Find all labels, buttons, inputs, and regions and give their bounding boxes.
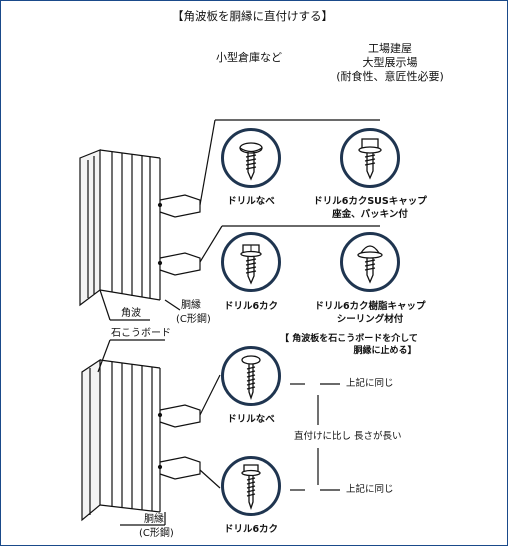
column-small-warehouse: 小型倉庫など: [216, 51, 282, 64]
label-drill-hex: ドリル6カク: [223, 301, 279, 312]
label-drill-hex-lower: ドリル6カク: [223, 524, 279, 535]
label-resin-cap-line2: シーリング材付: [336, 314, 404, 325]
label-drill-pan-head: ドリルなべ: [227, 196, 275, 207]
drill-hex-long-screw-icon: [221, 456, 281, 516]
column-factory-line3: (耐食性、意匠性必要): [336, 70, 444, 83]
label-drill-pan-head-lower: ドリルなべ: [227, 414, 275, 425]
label-gypsum-board: 石こうボード: [111, 328, 171, 339]
label-kakunami: 角波: [121, 308, 141, 319]
figure-title: 【角波板を胴縁に直付けする】: [172, 9, 333, 23]
label-c-steel-upper: (C形鋼): [176, 314, 211, 325]
note-longer-length: 直付けに比し 長さが長い: [294, 431, 402, 442]
drill-hex-resin-cap-screw-icon: [340, 232, 400, 292]
label-dobuchi-lower: 胴縁: [144, 514, 164, 525]
drill-pan-head-long-screw-icon: [221, 346, 281, 406]
drill-pan-head-screw-icon: [221, 128, 281, 188]
label-dobuchi-upper: 胴縁: [181, 300, 201, 311]
drill-hex-screw-icon: [221, 232, 281, 292]
label-sus-cap-line2: 座金、パッキン付: [332, 209, 408, 220]
note-same-as-above-2: 上記に同じ: [346, 484, 394, 495]
label-sus-cap-line1: ドリル6カクSUSキャップ: [313, 196, 427, 207]
label-c-steel-lower: (C形鋼): [139, 528, 174, 539]
bottom-heading-line2: 胴縁に止める】: [353, 346, 417, 356]
bottom-heading-line1: 【 角波板を石こうボードを介して: [280, 334, 418, 344]
column-factory-line1: 工場建屋: [368, 42, 412, 55]
label-resin-cap-line1: ドリル6カク樹脂キャップ: [314, 301, 426, 312]
column-factory-line2: 大型展示場: [362, 56, 418, 69]
note-same-as-above-1: 上記に同じ: [346, 378, 394, 389]
drill-hex-sus-cap-screw-icon: [340, 128, 400, 188]
